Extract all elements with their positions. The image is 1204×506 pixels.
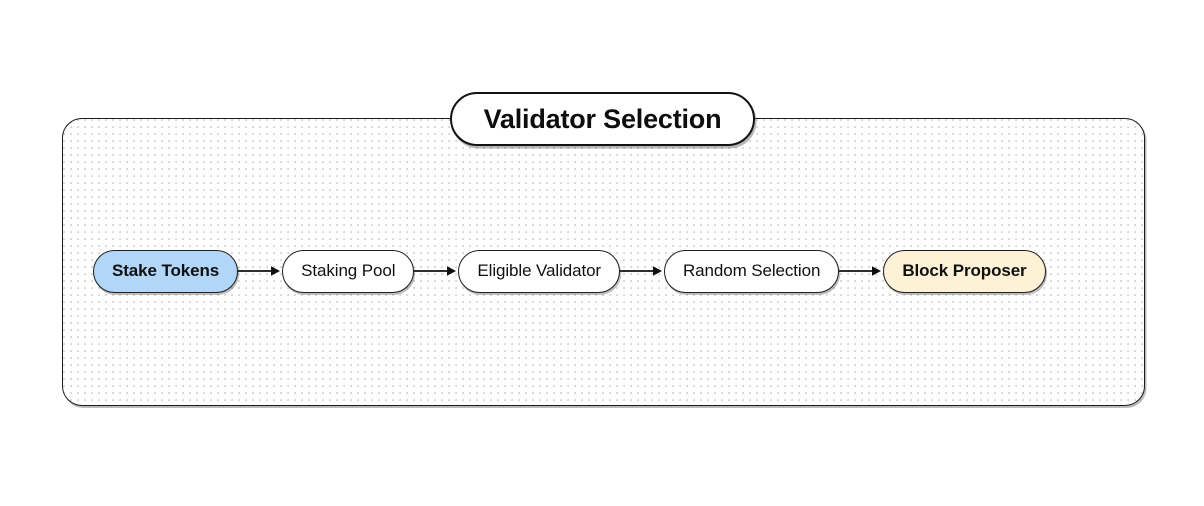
node-block-proposer[interactable]: Block Proposer	[883, 249, 1046, 293]
node-staking-pool[interactable]: Staking Pool	[282, 249, 415, 293]
edge-staking-pool-to-eligible-validator	[414, 264, 458, 278]
subgraph-title-label: Validator Selection	[483, 103, 722, 134]
flow-row: Stake Tokens Staking Pool Eligible Valid…	[62, 246, 1145, 296]
node-label: Random Selection	[683, 261, 821, 280]
edge-stake-tokens-to-staking-pool	[238, 264, 282, 278]
node-eligible-validator[interactable]: Eligible Validator	[458, 249, 620, 293]
node-label: Stake Tokens	[112, 261, 220, 280]
edge-random-selection-to-block-proposer	[839, 264, 883, 278]
subgraph-title-pill: Validator Selection	[450, 92, 755, 146]
node-label: Staking Pool	[301, 261, 396, 280]
node-label: Block Proposer	[902, 261, 1027, 280]
node-stake-tokens[interactable]: Stake Tokens	[93, 249, 239, 293]
node-random-selection[interactable]: Random Selection	[664, 249, 840, 293]
node-label: Eligible Validator	[477, 261, 601, 280]
edge-eligible-validator-to-random-selection	[620, 264, 664, 278]
